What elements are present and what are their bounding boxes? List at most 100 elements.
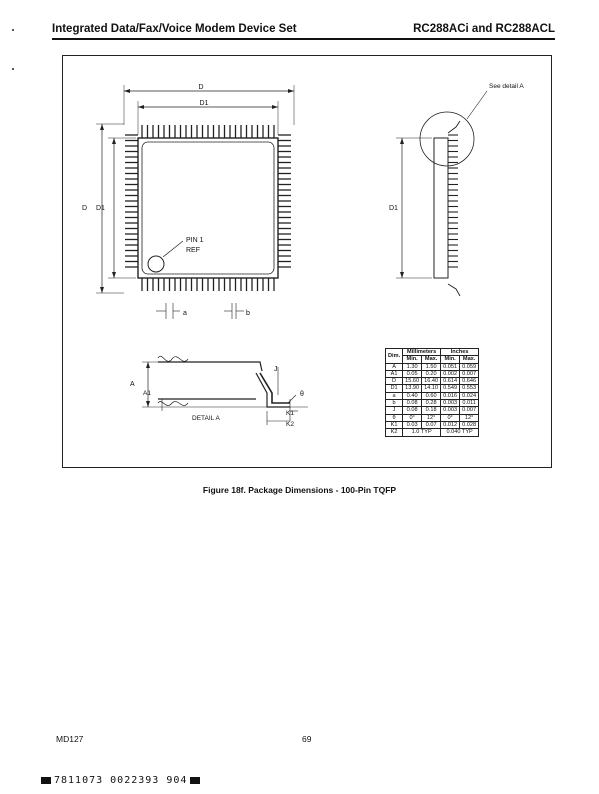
figure-caption: Figure 18f. Package Dimensions - 100-Pin… bbox=[202, 485, 397, 495]
package-body-inner bbox=[141, 141, 275, 275]
value-cell: 0.016 bbox=[440, 391, 461, 401]
label-d1-side: D1 bbox=[389, 205, 398, 212]
value-cell: 0.08 bbox=[402, 399, 423, 408]
value-cell: 1.0 TYP bbox=[402, 428, 442, 437]
dim-cell: D1 bbox=[384, 384, 404, 393]
label-detail-a: A bbox=[130, 381, 135, 388]
value-cell: 1.30 bbox=[402, 362, 423, 371]
label-pin1: PIN 1 bbox=[186, 237, 204, 244]
value-cell: 0.18 bbox=[421, 406, 442, 415]
label-detail-j: J bbox=[274, 366, 278, 373]
value-cell: 0.40 bbox=[402, 391, 423, 401]
footer-barcode: 7811073 0022393 904 bbox=[38, 775, 203, 786]
value-cell: 0.024 bbox=[459, 391, 480, 401]
value-cell: 0.003 bbox=[440, 399, 461, 408]
value-cell: 0° bbox=[440, 413, 461, 422]
value-cell: 0.553 bbox=[459, 384, 480, 393]
dim-cell: a bbox=[384, 391, 404, 401]
value-cell: 0.003 bbox=[440, 406, 461, 415]
dim-cell: A1 bbox=[384, 369, 404, 379]
label-d-left: D bbox=[82, 205, 87, 212]
dim-cell: b bbox=[384, 399, 404, 408]
dimension-table: Dim. Millimeters Inches Min. Max. Min. M… bbox=[384, 347, 480, 437]
label-d1-top: D1 bbox=[200, 100, 209, 107]
value-cell: 0.07 bbox=[421, 420, 442, 430]
value-cell: 0.20 bbox=[421, 369, 442, 379]
pins-side bbox=[448, 134, 458, 268]
value-cell: 12° bbox=[421, 413, 442, 422]
pin1-marker bbox=[147, 255, 165, 273]
dim-cell: K1 bbox=[384, 420, 404, 430]
header-part-number: RC288ACi and RC288ACL bbox=[413, 23, 555, 35]
value-cell: 0.60 bbox=[421, 391, 442, 401]
label-detail-caption: DETAIL A bbox=[192, 415, 220, 422]
header-rule bbox=[52, 38, 555, 40]
value-cell: 0.549 bbox=[440, 384, 461, 393]
value-cell: 0.028 bbox=[459, 420, 480, 430]
pins-left bbox=[125, 134, 138, 268]
label-detail-k2: K2 bbox=[286, 421, 294, 428]
value-cell: 13.90 bbox=[402, 384, 423, 393]
margin-mark bbox=[12, 29, 14, 31]
dim-cell: K2 bbox=[384, 428, 404, 437]
value-cell: 0.03 bbox=[402, 420, 423, 430]
value-cell: 16.40 bbox=[421, 377, 442, 386]
label-see-detail: See detail A bbox=[489, 83, 524, 90]
value-cell: 0.002 bbox=[440, 369, 461, 379]
value-cell: 0.007 bbox=[459, 369, 480, 379]
label-detail-k1: K1 bbox=[286, 410, 294, 417]
dim-cell: θ bbox=[384, 413, 404, 422]
footer-doc-id: MD127 bbox=[56, 734, 84, 744]
value-cell: 0.040 TYP bbox=[440, 428, 480, 437]
value-cell: 0.051 bbox=[440, 362, 461, 371]
margin-mark bbox=[12, 68, 14, 70]
detail-circle bbox=[419, 111, 475, 167]
sub-header: Max. bbox=[459, 355, 480, 364]
value-cell: 0.012 bbox=[440, 420, 461, 430]
label-detail-a1: A1 bbox=[143, 390, 151, 397]
value-cell: 15.60 bbox=[402, 377, 423, 386]
value-cell: 12° bbox=[459, 413, 480, 422]
pins-right bbox=[278, 134, 291, 268]
label-b: b bbox=[246, 310, 250, 317]
value-cell: 0.614 bbox=[440, 377, 461, 386]
dim-cell: J bbox=[384, 406, 404, 415]
package-drawing: D D1 D D1 PIN 1 REF a b See detail A D1 … bbox=[82, 83, 524, 428]
value-cell: 14.10 bbox=[421, 384, 442, 393]
barcode-block bbox=[190, 776, 201, 784]
label-detail-theta: θ bbox=[300, 391, 304, 398]
mm-header: Millimeters bbox=[402, 347, 442, 357]
dim-header: Dim. bbox=[384, 348, 404, 364]
label-a: a bbox=[183, 310, 187, 317]
value-cell: 0.059 bbox=[459, 362, 480, 371]
label-d1-left: D1 bbox=[96, 205, 105, 212]
pins-bottom bbox=[141, 278, 275, 291]
footer-page-number: 69 bbox=[302, 734, 312, 744]
sub-header: Min. bbox=[440, 355, 461, 364]
figure-frame bbox=[62, 55, 552, 468]
value-cell: 0.08 bbox=[402, 406, 423, 415]
dim-cell: D bbox=[384, 377, 404, 386]
value-cell: 0.011 bbox=[459, 399, 480, 408]
value-cell: 0.007 bbox=[459, 406, 480, 415]
pins-top bbox=[141, 125, 275, 138]
value-cell: 0.28 bbox=[421, 399, 442, 408]
value-cell: 0.646 bbox=[459, 377, 480, 386]
value-cell: 0° bbox=[402, 413, 423, 422]
label-pin1-ref: REF bbox=[186, 247, 200, 254]
value-cell: 0.05 bbox=[402, 369, 423, 379]
side-body bbox=[433, 137, 449, 279]
barcode-text: 7811073 0022393 904 bbox=[54, 775, 188, 786]
dim-cell: A bbox=[384, 362, 404, 371]
header-title: Integrated Data/Fax/Voice Modem Device S… bbox=[52, 23, 297, 35]
